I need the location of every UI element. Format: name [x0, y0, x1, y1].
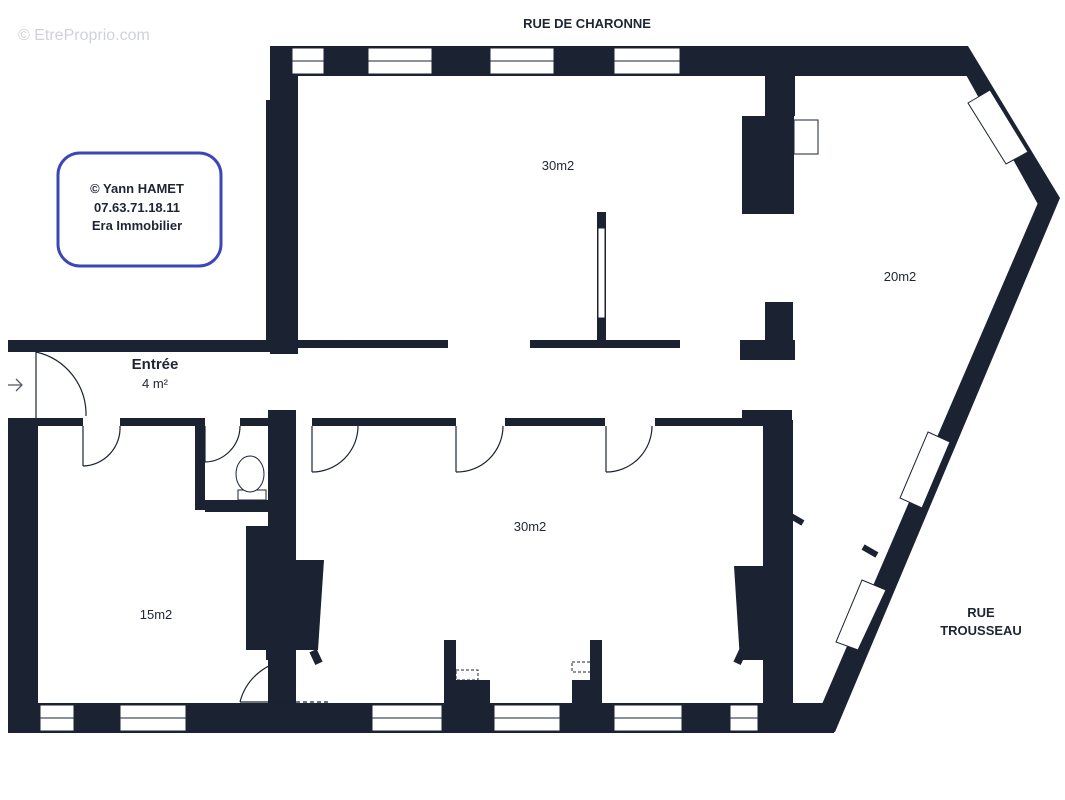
- contact-box: [56, 151, 223, 268]
- entrance-name: Entrée: [132, 356, 179, 373]
- arrow-right-icon: [8, 378, 23, 392]
- radiators: [455, 661, 595, 681]
- room-label-left: 15m2: [140, 607, 173, 622]
- toilet-icon: [235, 455, 267, 501]
- contact-agency: Era Immobilier: [92, 218, 182, 233]
- street-east-line1: RUE: [967, 605, 995, 620]
- room-label-bottom: 30m2: [514, 519, 547, 534]
- wall-stubs: [309, 512, 879, 666]
- windows: [39, 47, 1029, 732]
- street-east-line2: TROUSSEAU: [940, 623, 1022, 638]
- contact-phone: 07.63.71.18.11: [94, 200, 180, 215]
- contact-name: © Yann HAMET: [90, 181, 184, 196]
- doors: [35, 342, 653, 703]
- entrance-area: 4 m²: [142, 376, 169, 391]
- watermark: © EtreProprio.com: [18, 27, 150, 44]
- street-north: RUE DE CHARONNE: [523, 16, 651, 31]
- room-label-top: 30m2: [542, 158, 575, 173]
- room-label-right: 20m2: [884, 269, 917, 284]
